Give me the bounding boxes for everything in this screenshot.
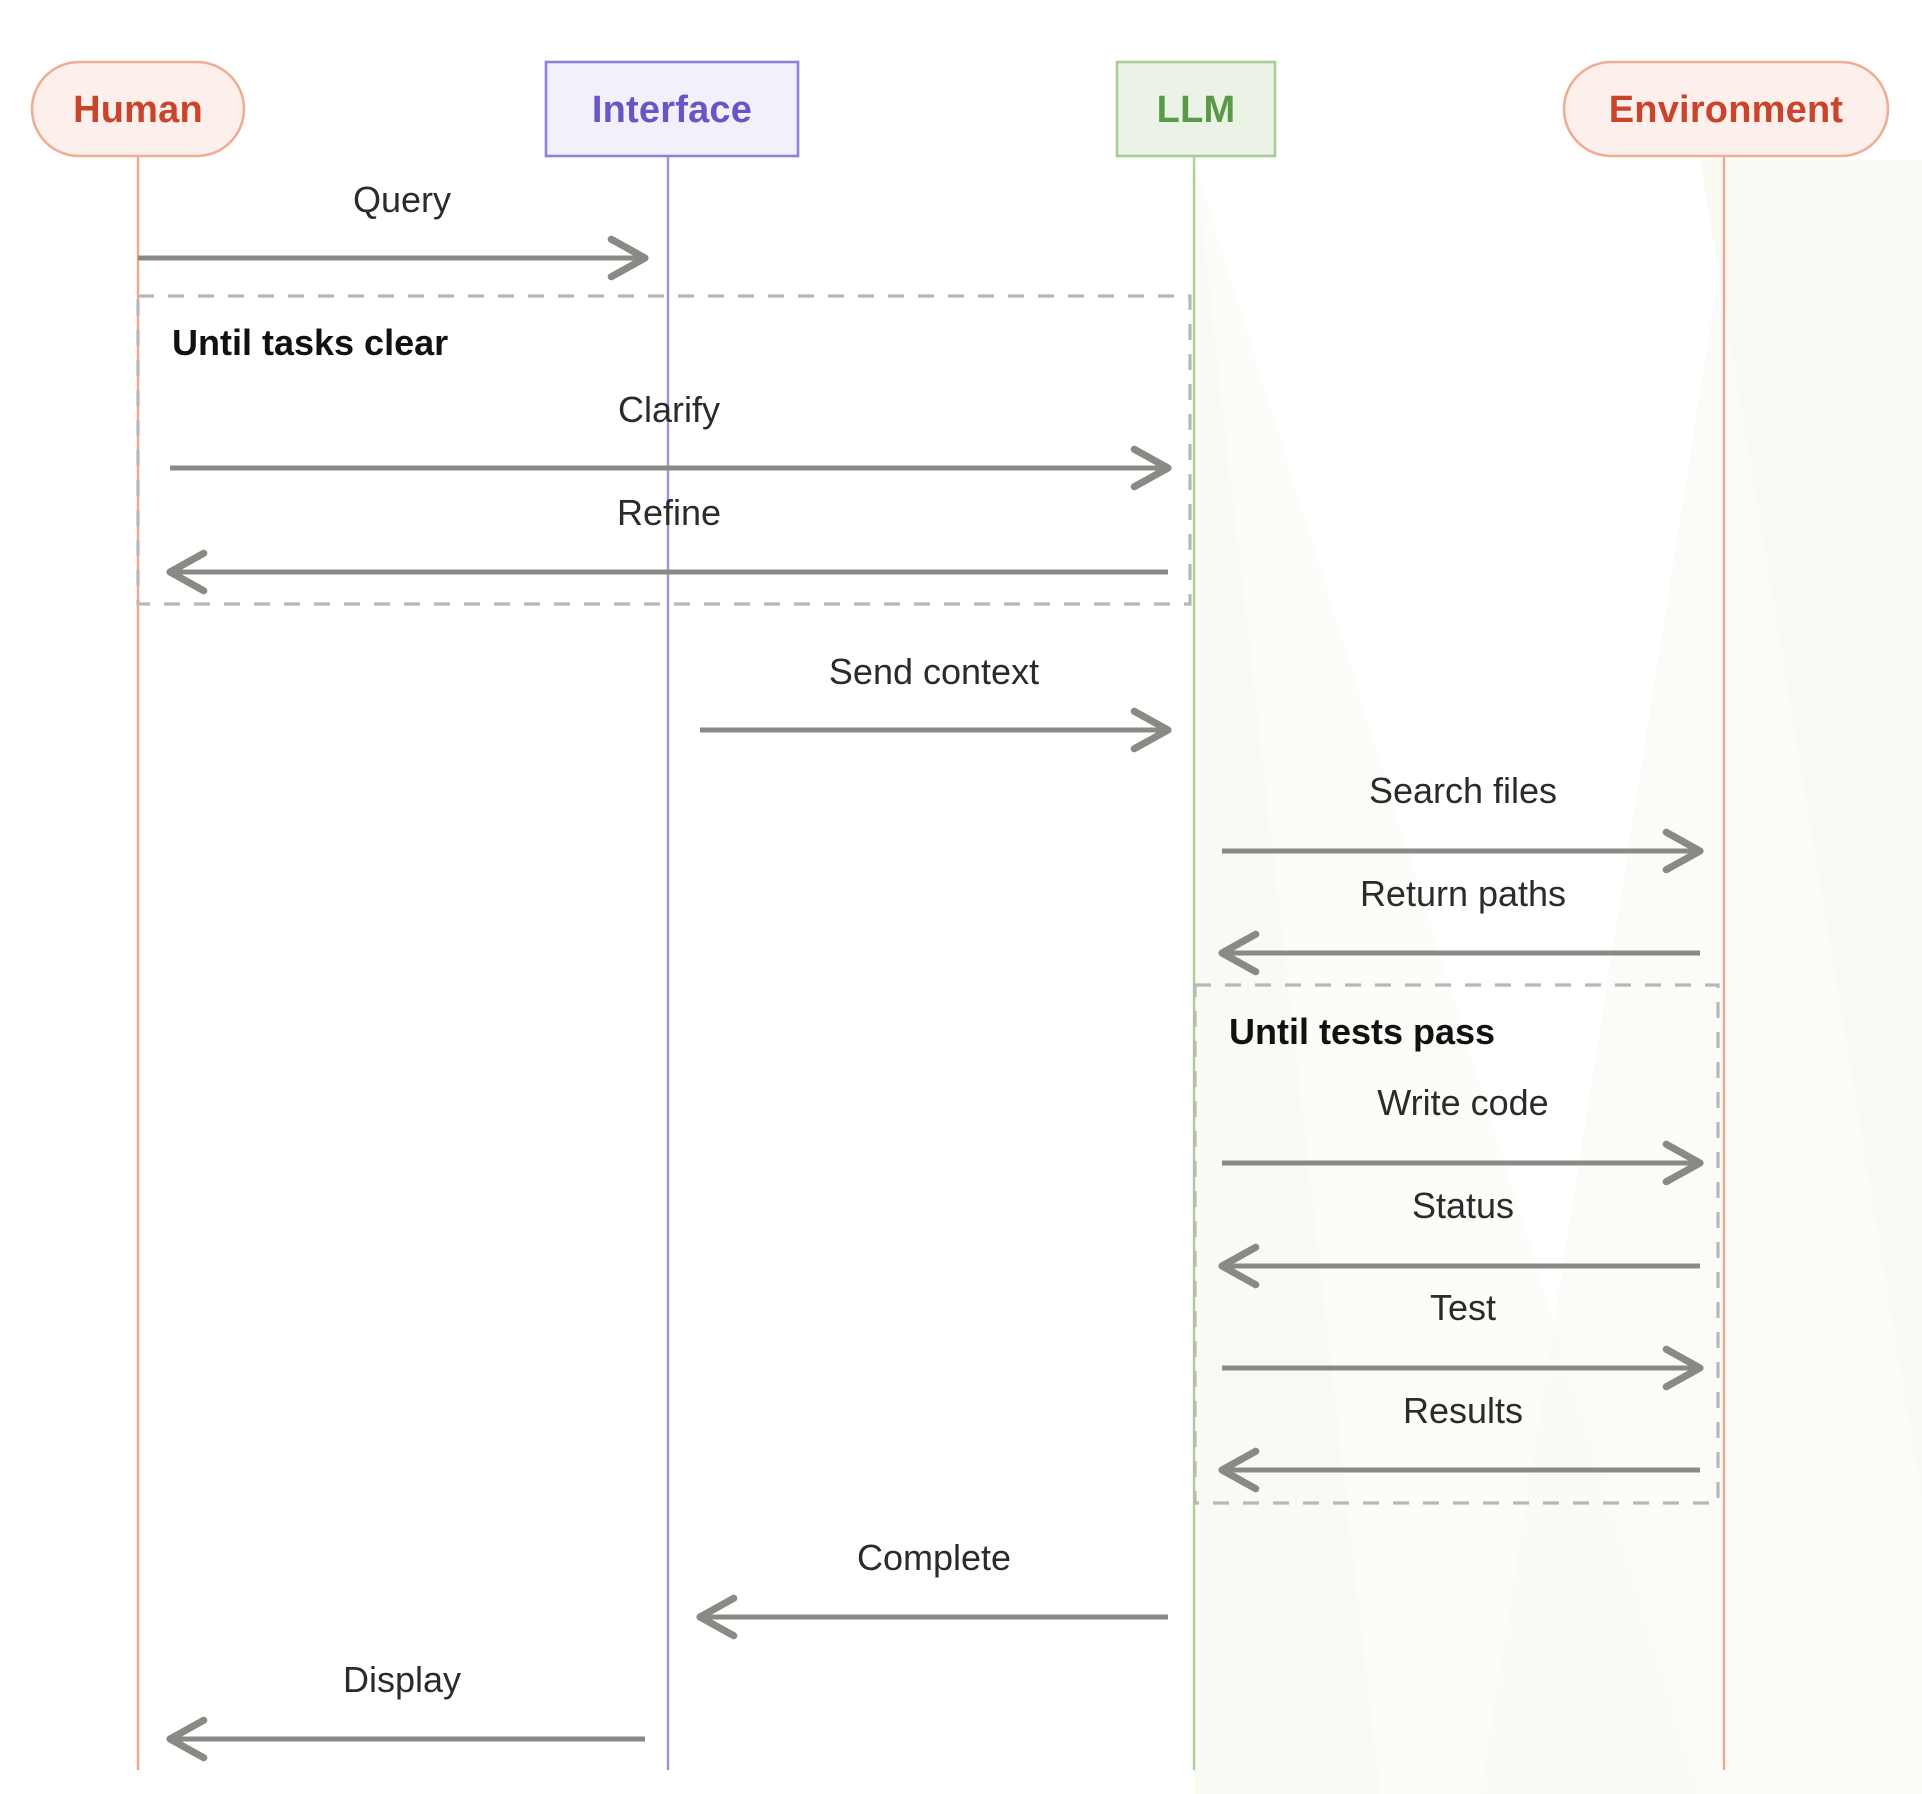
participant-box[interactable] [1115,60,1277,158]
message-display: Display [166,1659,645,1762]
participant-label: Environment [1609,89,1844,131]
loop-until-tests-pass: Until tests pass [1193,983,1720,1505]
message-label: Query [353,179,451,220]
participant-box[interactable] [1562,60,1890,158]
message-label: Complete [857,1537,1011,1578]
participant-box[interactable] [30,60,246,158]
messages-group: Query Clarify Refine Send context Search… [138,179,1704,1762]
participant-llm[interactable]: LLM [1115,60,1277,158]
participant-environment[interactable]: Environment [1562,60,1890,158]
message-label: Search files [1369,770,1557,811]
message-label: Status [1412,1185,1514,1226]
message-status: Status [1218,1185,1700,1289]
participant-box[interactable] [544,60,800,158]
participants-group: Human Interface LLM Environment [30,60,1890,158]
message-return-paths: Return paths [1218,873,1700,976]
message-label: Send context [829,651,1039,692]
message-results: Results [1218,1390,1700,1493]
participant-label: Interface [592,89,752,131]
participant-label: Human [73,89,203,131]
message-send-context: Send context [700,651,1172,753]
message-test: Test [1222,1287,1704,1391]
message-refine: Refine [166,492,1168,595]
message-complete: Complete [696,1537,1168,1640]
message-search-files: Search files [1222,770,1704,874]
message-clarify: Clarify [170,389,1172,491]
loop-until-tasks-clear: Until tasks clear [136,294,1192,606]
participant-human[interactable]: Human [30,60,246,158]
message-label: Write code [1377,1082,1548,1123]
message-label: Return paths [1360,873,1566,914]
message-label: Display [343,1659,461,1700]
message-write-code: Write code [1222,1082,1704,1186]
message-label: Results [1403,1390,1523,1431]
background-watermark [1194,156,1922,1794]
loop-frame [1193,983,1720,1505]
message-label: Refine [617,492,721,533]
message-query: Query [138,179,649,281]
participant-interface[interactable]: Interface [544,60,800,158]
message-label: Test [1430,1287,1496,1328]
loop-frame [136,294,1192,606]
loop-title-tests: Until tests pass [1229,1011,1495,1052]
message-label: Clarify [618,389,720,430]
participant-label: LLM [1157,89,1236,131]
loop-title-tasks: Until tasks clear [172,322,448,363]
